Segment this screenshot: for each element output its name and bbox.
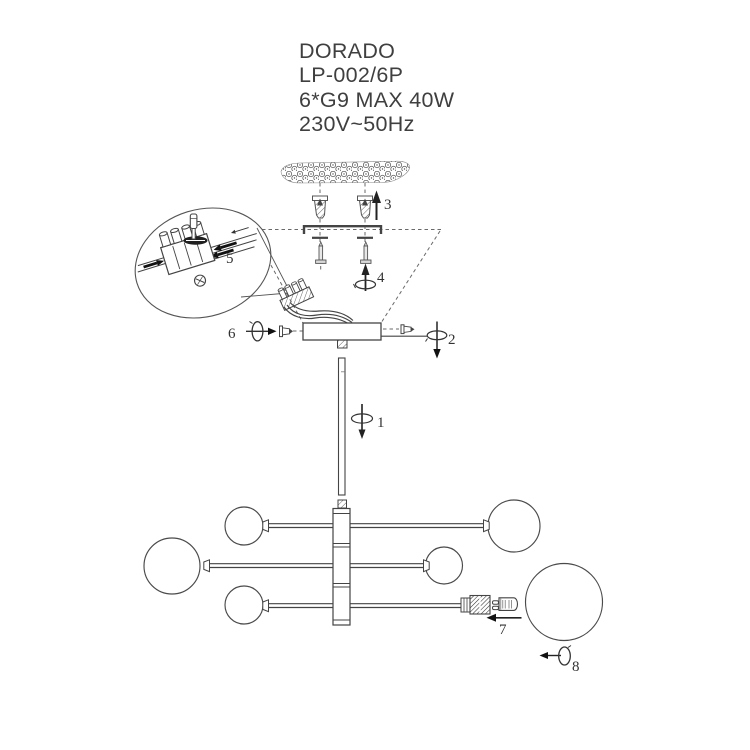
- lamp-column: [332, 507, 351, 626]
- product-model: LP-002/6P: [299, 63, 404, 88]
- globe-mid-left: [143, 537, 201, 595]
- product-voltage: 230V~50Hz: [299, 111, 415, 136]
- globe-mid-right: [424, 546, 464, 585]
- callout-4: 4: [377, 270, 385, 286]
- mounting-screw-right: [360, 241, 372, 264]
- construction-lines: [249, 183, 441, 332]
- globe-top-right: [487, 499, 541, 553]
- callout-1: 1: [377, 415, 385, 431]
- wall-plug-icon-left: [312, 195, 328, 219]
- wall-plug-icon-right: [357, 195, 373, 219]
- callout-6: 6: [228, 326, 236, 342]
- globe-detached: [524, 562, 604, 642]
- down-rod: [337, 357, 346, 496]
- rod-rotate-icon-1: [350, 404, 374, 439]
- callout-7: 7: [499, 622, 507, 638]
- title-block: DORADO LP-002/6P 6*G9 MAX 40W 230V~50Hz: [299, 39, 454, 136]
- mounting-bracket: [302, 225, 383, 234]
- callout-2: 2: [448, 332, 456, 348]
- screw-rotate-icon-4: [353, 263, 377, 291]
- product-brand: DORADO: [299, 39, 396, 63]
- screwdriver-icon: [183, 213, 208, 245]
- side-screw-icon-6: [246, 321, 293, 342]
- arrow-up-icon-3: [372, 190, 381, 220]
- side-screw-icon-2: [381, 321, 448, 359]
- globe-sockets: [203, 519, 490, 613]
- globe-rotate-icon-8: [539, 645, 572, 666]
- slotted-screw-icon: [193, 274, 207, 287]
- mounting-screw-left: [315, 241, 327, 264]
- column-nipple: [337, 499, 347, 509]
- product-bulb-spec: 6*G9 MAX 40W: [299, 87, 455, 112]
- callout-8: 8: [572, 659, 580, 675]
- callout-5: 5: [226, 251, 234, 267]
- callout-3: 3: [384, 197, 392, 213]
- ceiling-section: [280, 160, 410, 184]
- arrow-left-icon-7: [486, 613, 522, 622]
- g9-bulb-icon: [492, 597, 519, 611]
- glass-globes: [143, 499, 604, 642]
- lamp-arms: [208, 523, 485, 609]
- supply-wires: [283, 302, 354, 325]
- lamp-holder: [460, 594, 491, 615]
- canopy-nipple: [337, 339, 348, 349]
- globe-bottom-left: [224, 585, 264, 625]
- wire-connector: [277, 278, 315, 311]
- canopy-bar: [302, 322, 382, 341]
- globe-top-left: [224, 506, 264, 546]
